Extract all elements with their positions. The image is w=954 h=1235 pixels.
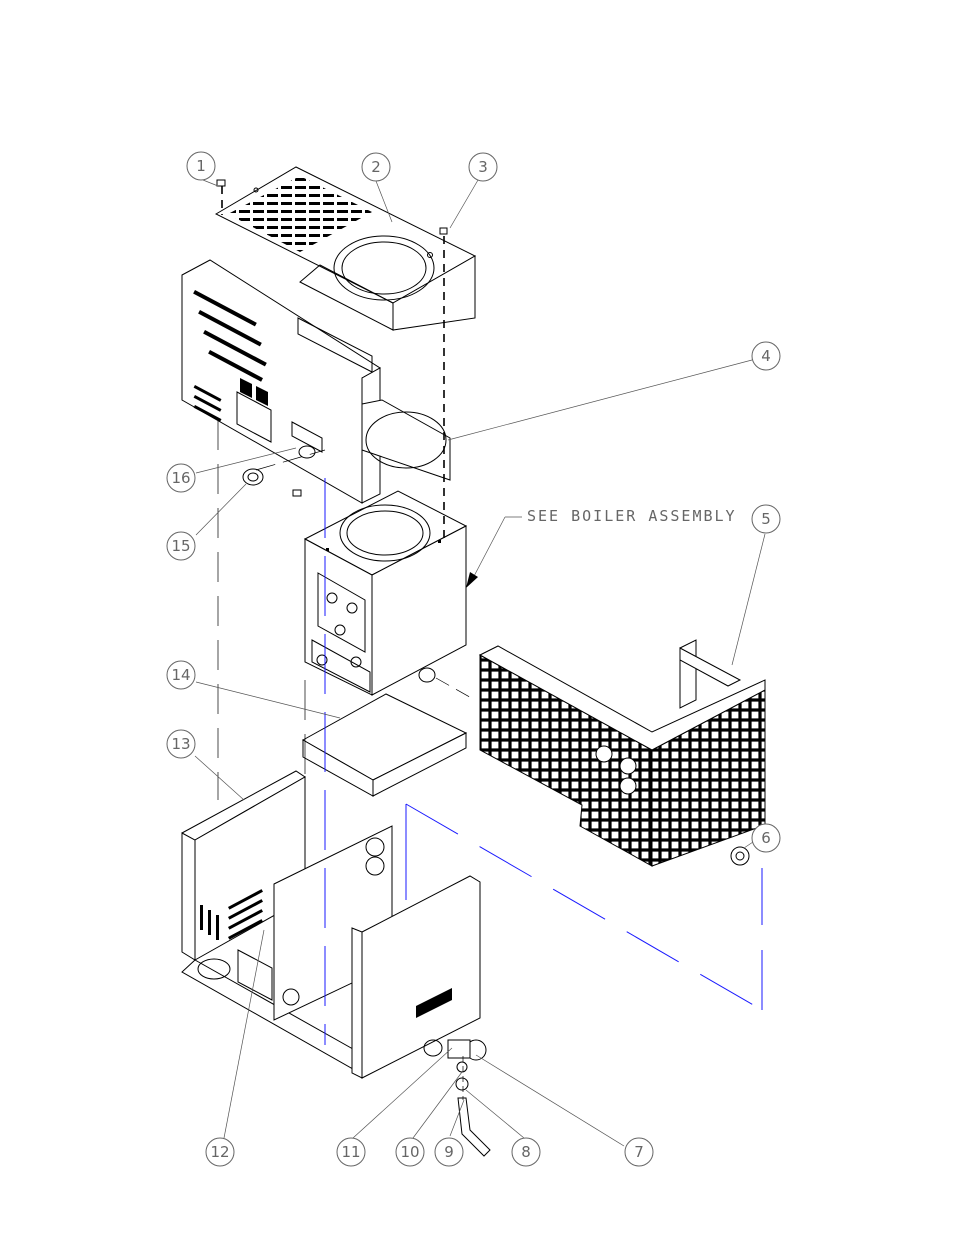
insulation-pad: [303, 694, 466, 796]
callout-bubble-4: 4: [752, 342, 780, 370]
callout-bubble-10: 10: [396, 1138, 424, 1166]
note-text: SEE BOILER ASSEMBLY: [527, 507, 737, 525]
callout-bubble-11: 11: [337, 1138, 365, 1166]
front-panel: [182, 260, 380, 503]
callout-bubble-7: 7: [625, 1138, 653, 1166]
callout-bubble-16: 16: [167, 464, 195, 492]
callout-bubble-2: 2: [362, 153, 390, 181]
callout-label: 9: [444, 1143, 454, 1161]
boiler-note: SEE BOILER ASSEMBLY: [466, 507, 737, 588]
callout-label: 4: [761, 347, 771, 365]
callout-label: 1: [196, 157, 206, 175]
mesh-shroud: [480, 640, 765, 866]
callout-label: 14: [171, 666, 190, 684]
callout-label: 16: [171, 469, 190, 487]
callout-label: 7: [634, 1143, 644, 1161]
callout-bubble-8: 8: [512, 1138, 540, 1166]
callout-label: 10: [400, 1143, 419, 1161]
callout-label: 13: [171, 735, 190, 753]
callout-label: 12: [210, 1143, 229, 1161]
callout-label: 15: [171, 537, 190, 555]
callout-label: 2: [371, 158, 381, 176]
callout-bubble-5: 5: [752, 505, 780, 533]
callout-bubble-6: 6: [752, 824, 780, 852]
callout-bubble-1: 1: [187, 152, 215, 180]
callout-label: 6: [761, 829, 771, 847]
base-cabinet: [182, 771, 480, 1078]
callout-label: 11: [341, 1143, 360, 1161]
callout-bubble-15: 15: [167, 532, 195, 560]
callout-bubble-12: 12: [206, 1138, 234, 1166]
callout-label: 3: [478, 158, 488, 176]
callout-bubble-14: 14: [167, 661, 195, 689]
boiler-assembly: [305, 491, 466, 695]
callout-label: 5: [761, 510, 771, 528]
callout-bubble-9: 9: [435, 1138, 463, 1166]
callout-bubble-13: 13: [167, 730, 195, 758]
callout-label: 8: [521, 1143, 531, 1161]
callout-bubble-3: 3: [469, 153, 497, 181]
